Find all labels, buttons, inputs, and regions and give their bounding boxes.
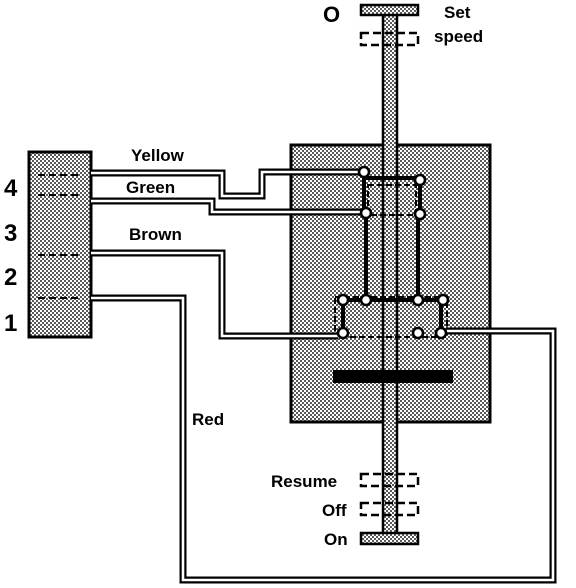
pin-2: 2: [4, 264, 17, 291]
handle-set-speed: [359, 31, 420, 47]
label-off: Off: [322, 501, 347, 520]
label-red: Red: [192, 410, 224, 429]
contact-frame-upper: [367, 184, 417, 216]
wire-brown: [91, 249, 338, 340]
label-set: Set: [444, 3, 471, 22]
handle-zero: [359, 3, 420, 17]
handle-on: [359, 531, 420, 546]
label-brown: Brown: [129, 225, 182, 244]
wire-yellow: [91, 168, 360, 200]
label-zero: O: [323, 2, 340, 27]
pin-1: 1: [4, 310, 17, 337]
connector-block: [27, 150, 93, 339]
actuator-rod: [381, 10, 399, 542]
handle-off: [359, 501, 420, 517]
connector-slots: [38, 174, 82, 299]
label-on: On: [324, 530, 348, 549]
wire-green: [91, 197, 362, 216]
wire-red: [91, 294, 557, 584]
handle-resume: [359, 472, 420, 488]
contact-terminals: [336, 165, 450, 340]
slider-bar: [333, 370, 453, 383]
label-yellow: Yellow: [131, 146, 185, 165]
label-speed: speed: [434, 27, 483, 46]
label-green: Green: [126, 178, 175, 197]
label-resume: Resume: [271, 472, 337, 491]
contact-frame-lower: [334, 296, 448, 338]
pin-3: 3: [4, 220, 17, 247]
pin-4: 4: [4, 175, 18, 202]
